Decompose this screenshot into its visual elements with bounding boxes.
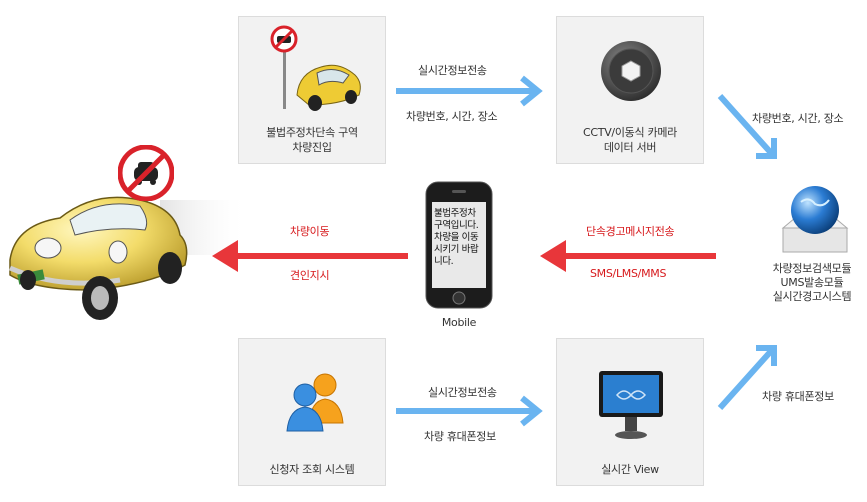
beetle-car-icon: [8, 190, 250, 320]
bottom-arrow-label-below: 차량 휴대폰정보: [424, 430, 496, 443]
right-bottom-arrow-label: 차량 휴대폰정보: [762, 390, 834, 403]
right-top-arrow-label: 차량번호, 시간, 장소: [752, 112, 844, 125]
illegal-zone-label: 불법주정차단속 구역 차량진입: [266, 126, 358, 154]
realtime-box: 실시간 View: [556, 338, 704, 486]
monitor-icon: [599, 371, 663, 439]
no-parking-sign-icon: [117, 144, 175, 202]
yellow-car-icon: [270, 25, 361, 111]
arrow-right-bottom: [717, 345, 777, 411]
users-icon: [286, 373, 344, 432]
mobile-label: Mobile: [441, 316, 477, 329]
beetle-car-illustration: [0, 140, 250, 340]
top-arrow-label-below: 차량번호, 시간, 장소: [406, 110, 498, 123]
cctv-label: CCTV/이동식 카메라 데이터 서버: [583, 126, 677, 154]
mid-left-label-above: 차량이동: [290, 225, 330, 238]
smartphone-icon: [425, 181, 493, 309]
top-arrow-label-above: 실시간정보전송: [418, 64, 487, 77]
phone-message: 불법주정차 구역입니다. 차량을 이동 시키기 바랍 니다.: [434, 208, 479, 267]
server-label: 차량정보검색모듈 UMS발송모듈 실시간경고시스템: [772, 262, 852, 303]
mid-right-label-above: 단속경고메시지전송: [586, 225, 675, 238]
mid-left-label-below: 견인지시: [290, 269, 330, 282]
cctv-box: CCTV/이동식 카메라 데이터 서버: [556, 16, 704, 164]
arrow-mid-left: [212, 240, 408, 272]
arrow-mid-right: [540, 240, 716, 272]
mid-right-label-below: SMS/LMS/MMS: [590, 267, 667, 280]
arrow-right-top: [717, 93, 777, 159]
bottom-arrow-label-above: 실시간정보전송: [428, 386, 497, 399]
illegal-zone-box: 불법주정차단속 구역 차량진입: [238, 16, 386, 164]
applicant-box: 신청자 조회 시스템: [238, 338, 386, 486]
applicant-label: 신청자 조회 시스템: [269, 463, 355, 476]
camera-lens-icon: [601, 41, 661, 101]
arrow-bottom: [396, 395, 543, 427]
arrow-top: [396, 75, 543, 107]
globe-server-icon: [781, 186, 849, 253]
realtime-label: 실시간 View: [601, 463, 659, 476]
